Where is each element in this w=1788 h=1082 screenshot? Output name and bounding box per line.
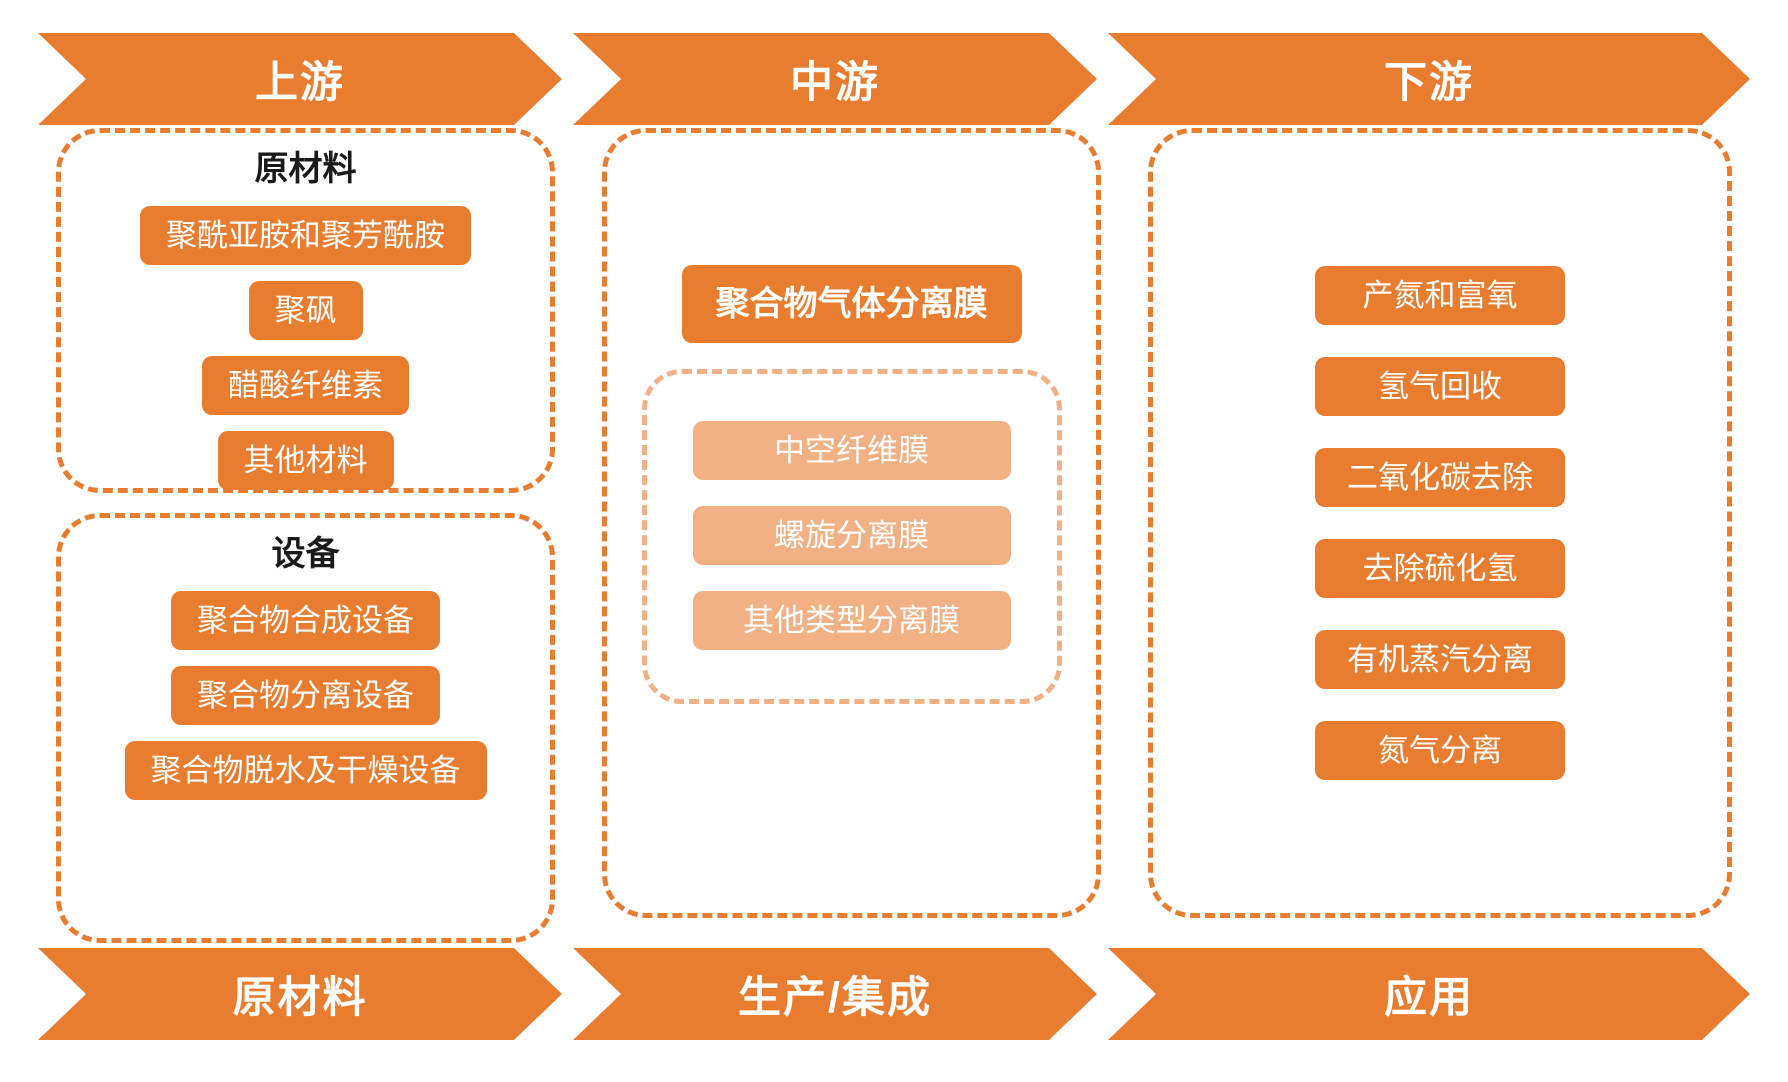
bottom-stage-banner: 原材料 生产/集成 应用	[38, 948, 1750, 1040]
top-stage-upstream: 上游	[38, 33, 562, 125]
raw-materials-group: 原材料 聚酰亚胺和聚芳酰胺 聚砜 醋酸纤维素 其他材料	[56, 128, 555, 493]
bottom-stage-raw-materials-label: 原材料	[232, 974, 368, 1022]
application-item: 二氧化碳去除	[1315, 448, 1565, 507]
top-stage-upstream-label: 上游	[255, 59, 345, 107]
upstream-column: 原材料 聚酰亚胺和聚芳酰胺 聚砜 醋酸纤维素 其他材料 设备 聚合物合成设备 聚…	[38, 128, 573, 943]
midstream-column: 聚合物气体分离膜 中空纤维膜 螺旋分离膜 其他类型分离膜	[584, 128, 1119, 943]
equipment-title: 设备	[271, 535, 340, 573]
membrane-types-group: 中空纤维膜 螺旋分离膜 其他类型分离膜	[641, 369, 1062, 704]
membrane-type-item: 螺旋分离膜	[692, 506, 1011, 565]
raw-material-item: 醋酸纤维素	[202, 356, 409, 416]
top-stage-midstream-label: 中游	[790, 59, 880, 107]
bottom-stage-raw-materials: 原材料	[38, 948, 562, 1040]
application-item: 去除硫化氢	[1315, 539, 1565, 598]
top-stage-midstream: 中游	[573, 33, 1097, 125]
membrane-type-item: 中空纤维膜	[692, 421, 1011, 480]
raw-material-item: 聚酰亚胺和聚芳酰胺	[140, 206, 471, 266]
applications-group: 产氮和富氧 氢气回收 二氧化碳去除 去除硫化氢 有机蒸汽分离 氮气分离	[1148, 128, 1732, 918]
top-stage-downstream: 下游	[1108, 33, 1750, 125]
bottom-stage-production: 生产/集成	[573, 948, 1097, 1040]
industry-chain-columns: 原材料 聚酰亚胺和聚芳酰胺 聚砜 醋酸纤维素 其他材料 设备 聚合物合成设备 聚…	[38, 128, 1750, 943]
equipment-item: 聚合物脱水及干燥设备	[124, 741, 487, 801]
downstream-column: 产氮和富氧 氢气回收 二氧化碳去除 去除硫化氢 有机蒸汽分离 氮气分离	[1130, 128, 1750, 943]
equipment-group: 设备 聚合物合成设备 聚合物分离设备 聚合物脱水及干燥设备	[56, 513, 555, 943]
bottom-stage-application: 应用	[1108, 948, 1750, 1040]
raw-materials-title: 原材料	[254, 150, 357, 188]
bottom-stage-production-label: 生产/集成	[738, 974, 932, 1022]
equipment-item: 聚合物分离设备	[171, 666, 440, 726]
membrane-type-item: 其他类型分离膜	[692, 591, 1011, 650]
midstream-group: 聚合物气体分离膜 中空纤维膜 螺旋分离膜 其他类型分离膜	[602, 128, 1101, 918]
top-stage-banner: 上游 中游 下游	[38, 33, 1750, 125]
top-stage-downstream-label: 下游	[1384, 59, 1474, 107]
midstream-headline: 聚合物气体分离膜	[681, 265, 1022, 343]
raw-material-item: 其他材料	[217, 431, 394, 491]
application-item: 有机蒸汽分离	[1315, 630, 1565, 689]
application-item: 氮气分离	[1315, 721, 1565, 780]
bottom-stage-application-label: 应用	[1384, 974, 1474, 1022]
raw-material-item: 聚砜	[248, 281, 363, 341]
equipment-item: 聚合物合成设备	[171, 591, 440, 651]
application-item: 产氮和富氧	[1315, 266, 1565, 325]
application-item: 氢气回收	[1315, 357, 1565, 416]
